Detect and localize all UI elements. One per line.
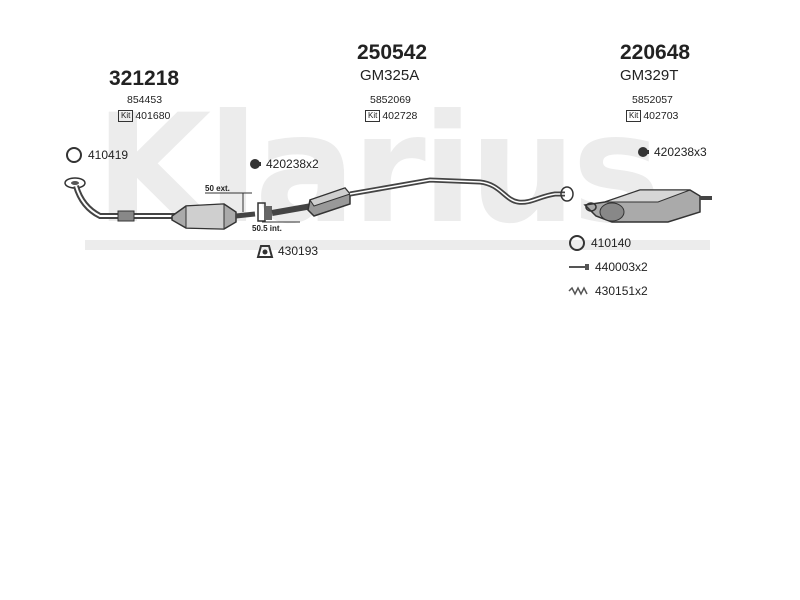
kit-badge: Kit bbox=[626, 110, 642, 122]
section2-model: GM325A bbox=[360, 67, 420, 84]
part-clamp-center: 420238x2 bbox=[248, 157, 319, 171]
sealing-ring-icon bbox=[66, 147, 82, 163]
section1-kit-number: 401680 bbox=[135, 110, 171, 122]
spring-icon bbox=[568, 286, 588, 296]
section3-code: 220648 bbox=[620, 41, 691, 64]
kit-badge: Kit bbox=[365, 110, 381, 122]
section3-kit: Kit 402703 bbox=[626, 110, 678, 122]
section1-code: 321218 bbox=[109, 67, 180, 90]
dimension-int: 50.5 int. bbox=[252, 224, 282, 233]
part-clamp-right: 420238x3 bbox=[636, 145, 707, 159]
section2-oem: 5852069 bbox=[370, 94, 411, 106]
part-ring-right: 410140 bbox=[567, 234, 631, 252]
rear-silencer bbox=[583, 189, 712, 223]
part-bolt-right: 440003x2 bbox=[567, 260, 648, 274]
clamp-icon bbox=[250, 159, 261, 169]
centre-silencer bbox=[307, 187, 351, 217]
kit-badge: Kit bbox=[118, 110, 134, 122]
bolt-icon bbox=[569, 264, 589, 270]
rubber-hanger-icon bbox=[256, 245, 274, 258]
lambda-sensor-boss bbox=[117, 210, 135, 222]
section1-oem: 854453 bbox=[127, 94, 163, 106]
watermark-band bbox=[85, 240, 710, 250]
section2-kit: Kit 402728 bbox=[365, 110, 417, 122]
part-ring-left: 410419 bbox=[64, 146, 128, 164]
tail-pipe-section bbox=[349, 177, 565, 205]
section1-kit: Kit 401680 bbox=[118, 110, 170, 122]
part-hanger-center: 430193 bbox=[256, 243, 318, 259]
section3-model: GM329T bbox=[620, 67, 679, 84]
section2-code: 250542 bbox=[357, 41, 428, 64]
section2-kit-number: 402728 bbox=[382, 110, 418, 122]
section3-oem: 5852057 bbox=[632, 94, 673, 106]
pipe-end-flange bbox=[560, 186, 574, 202]
dimension-ext: 50 ext. bbox=[205, 184, 230, 193]
clamp-icon bbox=[638, 147, 649, 157]
catalytic-converter bbox=[171, 203, 237, 230]
part-spring-right: 430151x2 bbox=[567, 284, 648, 298]
section3-kit-number: 402703 bbox=[643, 110, 679, 122]
sealing-ring-icon bbox=[569, 235, 585, 251]
joint-clamp bbox=[257, 202, 272, 222]
